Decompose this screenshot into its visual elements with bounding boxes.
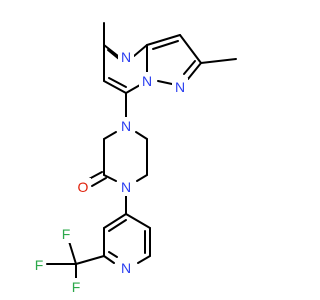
bond-c7-c6-inner	[108, 77, 127, 88]
bond-c2-n1	[187, 62, 202, 80]
bond-carbonyl-a	[88, 171, 103, 180]
bond-layer	[46, 22, 237, 282]
atom-o-carbonyl: O	[78, 179, 89, 195]
atom-n-piperazine-top: N	[121, 118, 131, 134]
bond-c3-c2	[179, 34, 202, 64]
bond-c3a-c3-inner	[152, 40, 179, 50]
bond-c2-n1-inner	[183, 60, 196, 75]
bond-py-n-c2-inner	[108, 251, 118, 258]
bond-c3p-n4p	[103, 131, 117, 140]
atom-n-pyridine: N	[121, 260, 131, 276]
bond-c5-n4	[103, 44, 119, 57]
atom-f-3: F	[72, 279, 81, 295]
bond-c7-c6	[103, 80, 127, 94]
bond-c5-n4-inner	[107, 49, 120, 60]
atom-n-bridgehead: N	[142, 73, 152, 89]
chemical-structure-diagram: N N N N N O N F F F	[32, 22, 237, 296]
bond-c3a-c3	[146, 34, 181, 46]
bond-n4p-c5p	[135, 131, 148, 140]
atom-f-1: F	[35, 257, 44, 273]
bond-n4-c3a	[133, 44, 148, 57]
atom-layer: N N N N N O N F F F	[32, 48, 188, 296]
bond-methyl-pyrazole	[200, 58, 237, 64]
atom-n-pyrazole: N	[175, 79, 185, 95]
atom-n-pyrimidine: N	[121, 49, 131, 65]
bond-carbonyl-b	[91, 177, 107, 187]
bond-c6p-n1p	[136, 174, 148, 182]
bond-n1p-c2p	[103, 174, 117, 182]
bond-py-c3-c4-inner	[108, 219, 127, 232]
bond-py-c3-c4	[103, 213, 127, 229]
bond-c2-cf3	[75, 255, 105, 265]
bond-n1-n8	[157, 80, 173, 85]
atom-n-piperazine-bottom: N	[121, 179, 131, 195]
atom-f-2: F	[62, 226, 71, 242]
bond-py-c4-c5	[125, 213, 151, 229]
bond-py-n-c2	[103, 255, 115, 264]
bond-py-c6-n	[137, 255, 151, 264]
